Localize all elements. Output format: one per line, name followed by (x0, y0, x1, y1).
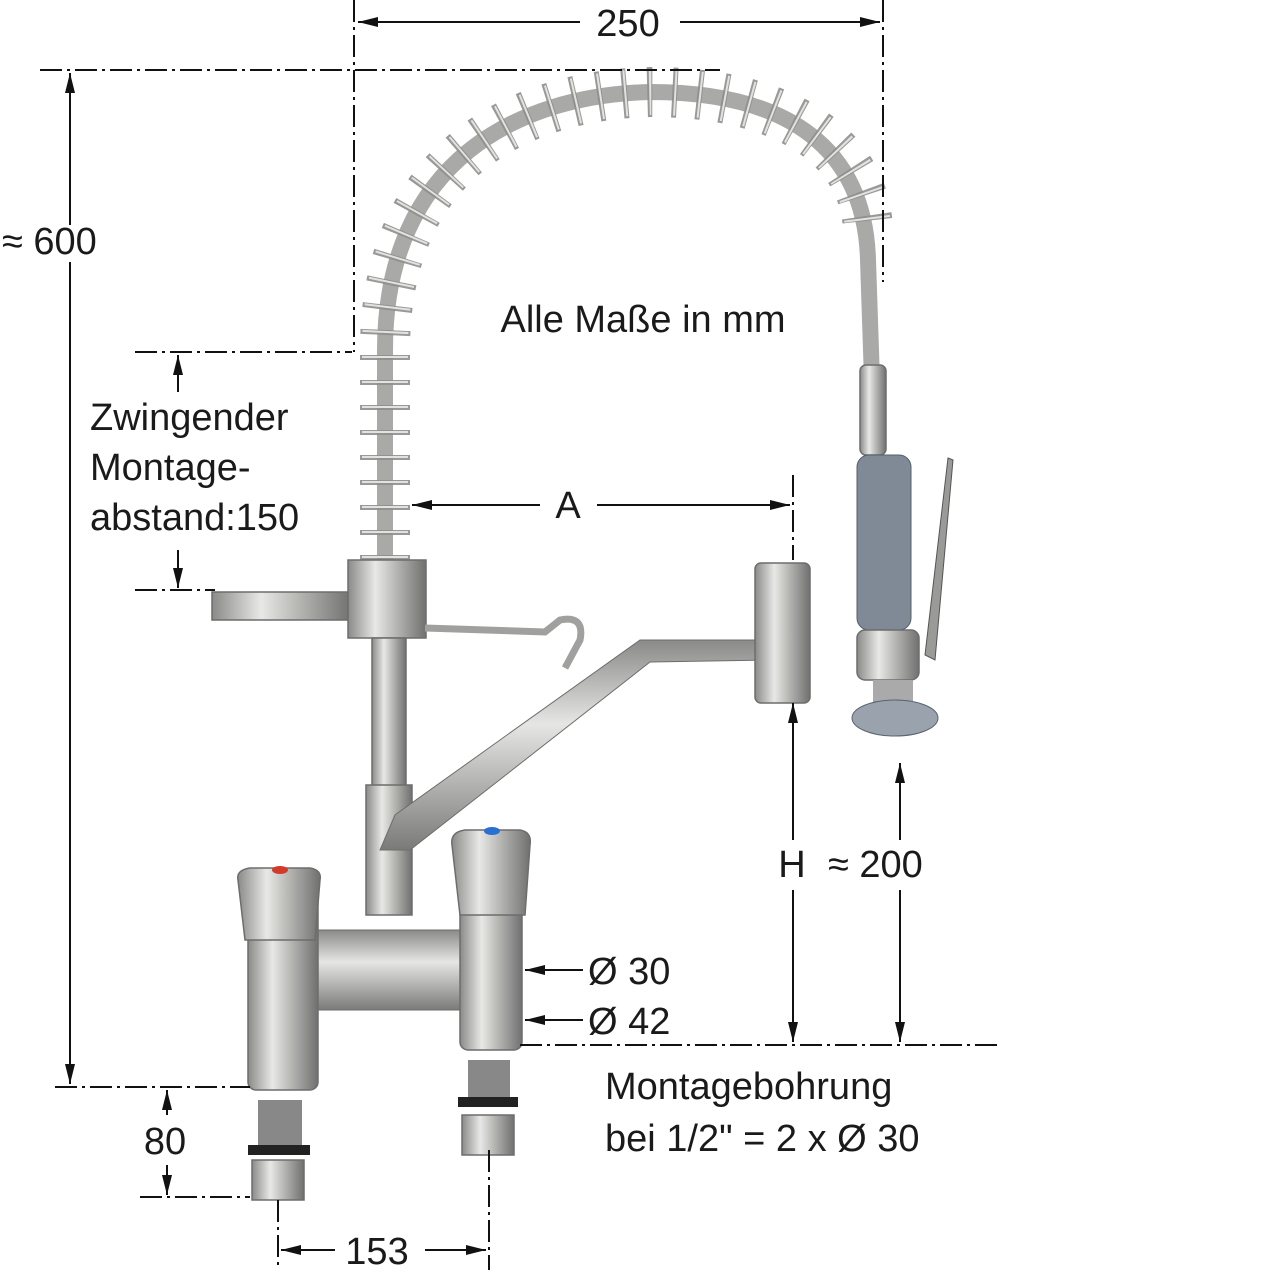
mounting-line2: bei 1/2" = 2 x Ø 30 (605, 1118, 920, 1160)
mount-distance-line1: Zwingender (90, 397, 289, 439)
dim-width-top: 250 (596, 3, 659, 45)
dim-center-distance: 153 (345, 1231, 408, 1273)
mounting-line1: Montagebohrung (605, 1066, 892, 1108)
dim-bottom-height: 80 (144, 1121, 186, 1163)
dim-reach-a: A (555, 485, 581, 527)
units-note: Alle Maße in mm (500, 299, 785, 341)
dim-diameter-30: Ø 30 (588, 951, 670, 993)
mount-distance-line2: Montage- (90, 447, 251, 489)
cold-indicator (484, 827, 500, 835)
dim-height-total: ≈ 600 (2, 221, 97, 263)
dimension-lines (40, 0, 1000, 1270)
mount-distance-line3: abstand:150 (90, 497, 299, 539)
faucet-illustration (211, 66, 954, 1201)
dim-spray-height: ≈ 200 (828, 844, 923, 886)
hot-indicator (272, 866, 288, 874)
dim-diameter-42: Ø 42 (588, 1001, 670, 1043)
dim-height-h: H (778, 844, 805, 886)
spring-coil (360, 66, 893, 560)
